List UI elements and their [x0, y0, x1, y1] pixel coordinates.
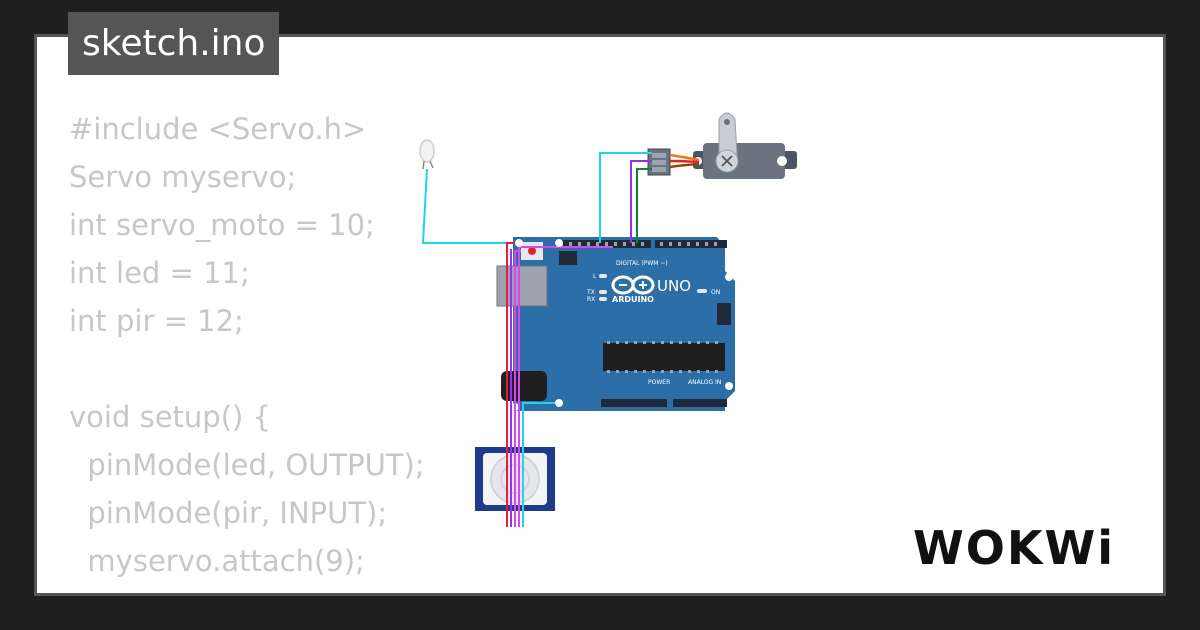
power-pins-label: POWER	[648, 379, 670, 386]
code-preview: #include <Servo.h> Servo myservo; int serv…	[69, 105, 425, 593]
tx-led-label: TX	[586, 289, 595, 296]
code-line: myservo.attach(9);	[69, 544, 365, 578]
board-model-label: UNO	[657, 277, 691, 295]
code-line: Servo myservo;	[69, 160, 297, 194]
arduino-uno-board: DIGITAL (PWM ~) UNO ARDUINO ON L TX RX	[496, 237, 735, 411]
servo-motor	[647, 112, 797, 179]
code-line: #include <Servo.h>	[69, 112, 367, 146]
preview-frame: #include <Servo.h> Servo myservo; int serv…	[34, 34, 1166, 596]
code-line: pinMode(led, OUTPUT);	[69, 448, 425, 482]
l-led-label: L	[593, 273, 597, 280]
board-brand-label: ARDUINO	[612, 295, 654, 304]
on-led-label: ON	[711, 289, 720, 296]
code-line: Serial.begin(9600);	[69, 585, 425, 593]
circuit-diagram: DIGITAL (PWM ~) UNO ARDUINO ON L TX RX	[419, 112, 797, 527]
wokwi-logo: WOKWi	[913, 521, 1115, 575]
code-line: int servo_moto = 10;	[69, 208, 375, 242]
code-line: pinMode(pir, INPUT);	[69, 496, 388, 530]
code-line: int pir = 12;	[69, 304, 244, 338]
code-line: int led = 11;	[69, 256, 250, 290]
rx-led-label: RX	[587, 296, 595, 303]
led-component	[419, 139, 435, 170]
arduino-logo	[611, 275, 655, 295]
analog-pins-label: ANALOG IN	[688, 379, 721, 386]
digital-pins-label: DIGITAL (PWM ~)	[616, 260, 668, 267]
code-line: void setup() {	[69, 400, 271, 434]
file-name-tab: sketch.ino	[68, 12, 280, 75]
